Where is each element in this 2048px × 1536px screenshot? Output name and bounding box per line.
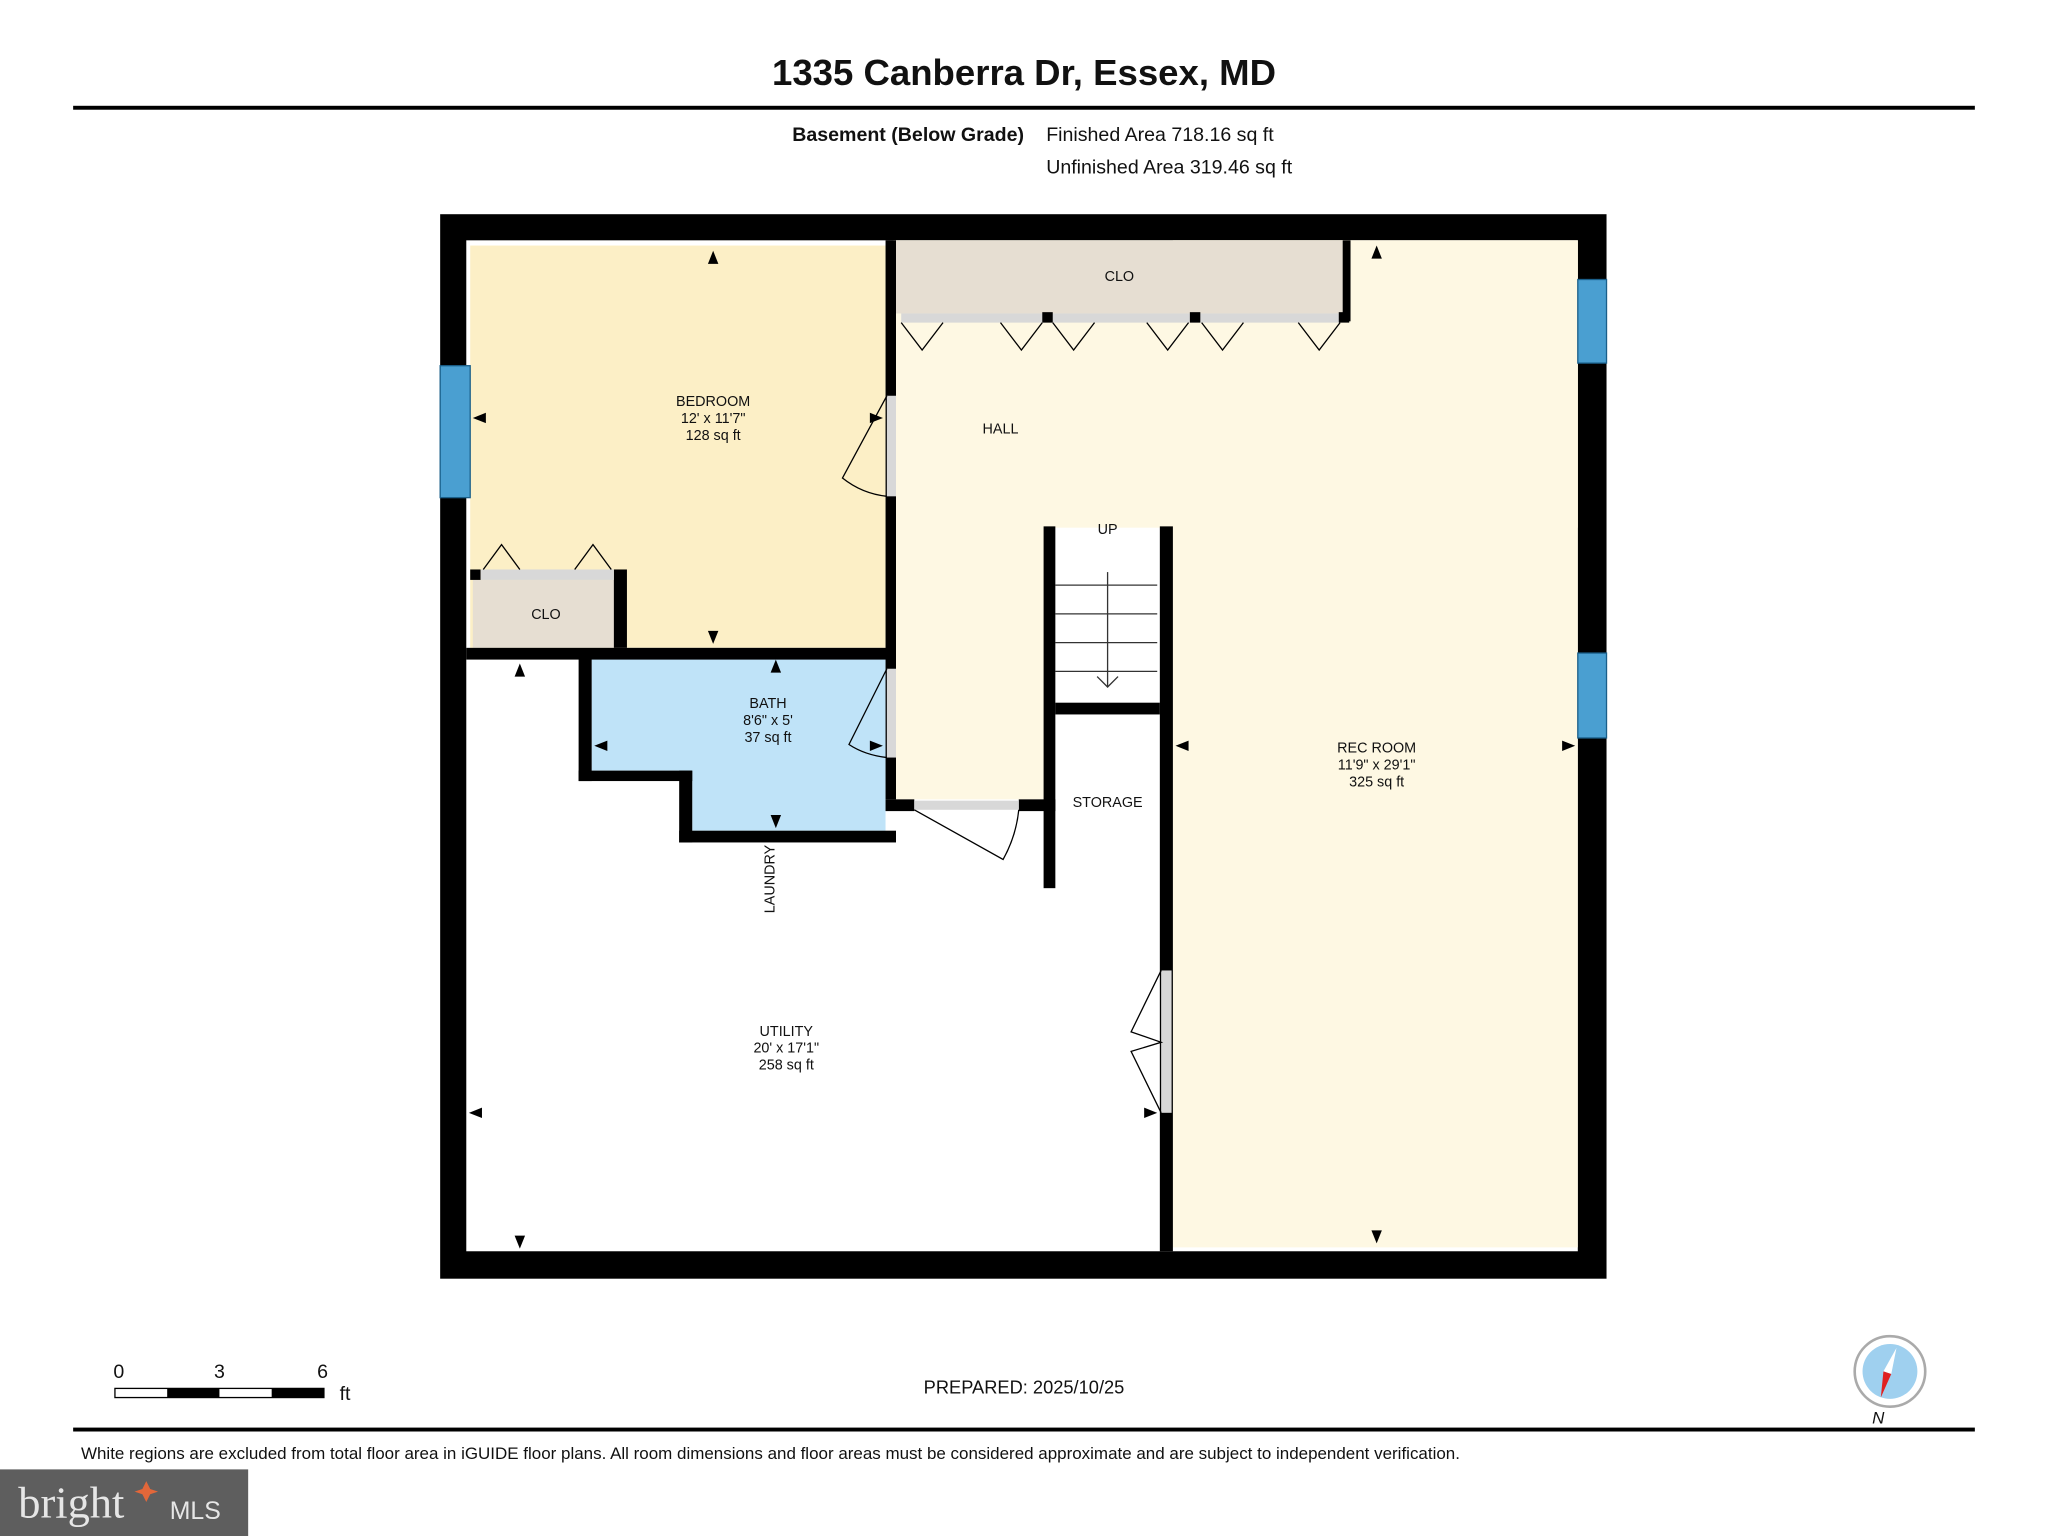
top-closet-name: CLO: [1105, 269, 1135, 285]
bath-floor: [591, 656, 886, 831]
scale-tick-3: 3: [214, 1361, 225, 1383]
rec-room-name: REC ROOM: [1337, 740, 1416, 756]
bedroom-closet-floor: [472, 579, 620, 648]
bright-mls-logo: bright MLS: [0, 1469, 249, 1536]
rec-room-dims: 11'9" x 29'1": [1338, 757, 1416, 773]
scale-tick-6: 6: [317, 1361, 328, 1383]
footer-divider: [73, 1427, 1975, 1432]
bedroom-area: 128 sq ft: [686, 428, 741, 444]
unfinished-area: Unfinished Area 319.46 sq ft: [1046, 157, 1293, 179]
rec-room-bifold-door[interactable]: [1130, 970, 1164, 1114]
top-closet-floor: [893, 240, 1346, 314]
scale-unit: ft: [340, 1383, 351, 1405]
window-icon: [439, 365, 471, 499]
window-icon: [1577, 278, 1608, 364]
windows: [439, 278, 1608, 739]
disclaimer: White regions are excluded from total fl…: [81, 1444, 1460, 1463]
utility-area: 258 sq ft: [759, 1058, 814, 1074]
window-icon: [1577, 652, 1608, 739]
utility-dims: 20' x 17'1": [753, 1041, 819, 1057]
header-divider: [73, 105, 1975, 110]
bath-dims: 8'6" x 5': [743, 713, 793, 729]
dimension-arrows: [468, 245, 1576, 1249]
compass-north-label: N: [1872, 1409, 1885, 1428]
bedroom-closet-name: CLO: [531, 607, 561, 623]
bedroom-dims: 12' x 11'7": [681, 411, 746, 427]
laundry-name: LAUNDRY: [763, 844, 779, 913]
storage-name: STORAGE: [1073, 795, 1143, 811]
closet-door-hinges: [1042, 312, 1350, 323]
rec-room-area: 325 sq ft: [1349, 774, 1404, 790]
bedroom-door[interactable]: [841, 395, 888, 497]
compass-icon: N: [1853, 1334, 1927, 1428]
stair-treads: [1055, 572, 1158, 688]
door-openings: [480, 313, 1343, 1113]
bath-name: BATH: [749, 696, 786, 712]
stairs-label: UP: [1098, 522, 1118, 538]
top-closet-bifold-doors[interactable]: [900, 322, 1341, 352]
storage-door[interactable]: [913, 809, 1020, 861]
hall-floor: [896, 313, 1045, 800]
bath-door[interactable]: [848, 668, 888, 759]
logo-brand: bright: [18, 1478, 125, 1528]
prepared-date: PREPARED: 2025/10/25: [924, 1377, 1125, 1398]
utility-name: UTILITY: [760, 1024, 814, 1040]
finished-area: Finished Area 718.16 sq ft: [1046, 124, 1274, 146]
logo-suffix: MLS: [170, 1498, 221, 1525]
bedroom-name: BEDROOM: [676, 394, 750, 410]
door-swings: [482, 322, 1341, 1114]
hall-name: HALL: [983, 422, 1019, 438]
stairs: [1055, 559, 1158, 703]
page-title: 1335 Canberra Dr, Essex, MD: [772, 52, 1276, 93]
floor-plan: BEDROOM 12' x 11'7" 128 sq ft BATH 8'6" …: [439, 214, 1608, 1279]
bath-area: 37 sq ft: [744, 730, 791, 746]
bedroom-closet-doors[interactable]: [482, 543, 612, 570]
scale-tick-0: 0: [113, 1361, 124, 1383]
level-label: Basement (Below Grade): [792, 124, 1024, 146]
interior-walls: [466, 240, 1351, 1252]
scale-bar: 0 3 6 ft: [113, 1361, 351, 1405]
